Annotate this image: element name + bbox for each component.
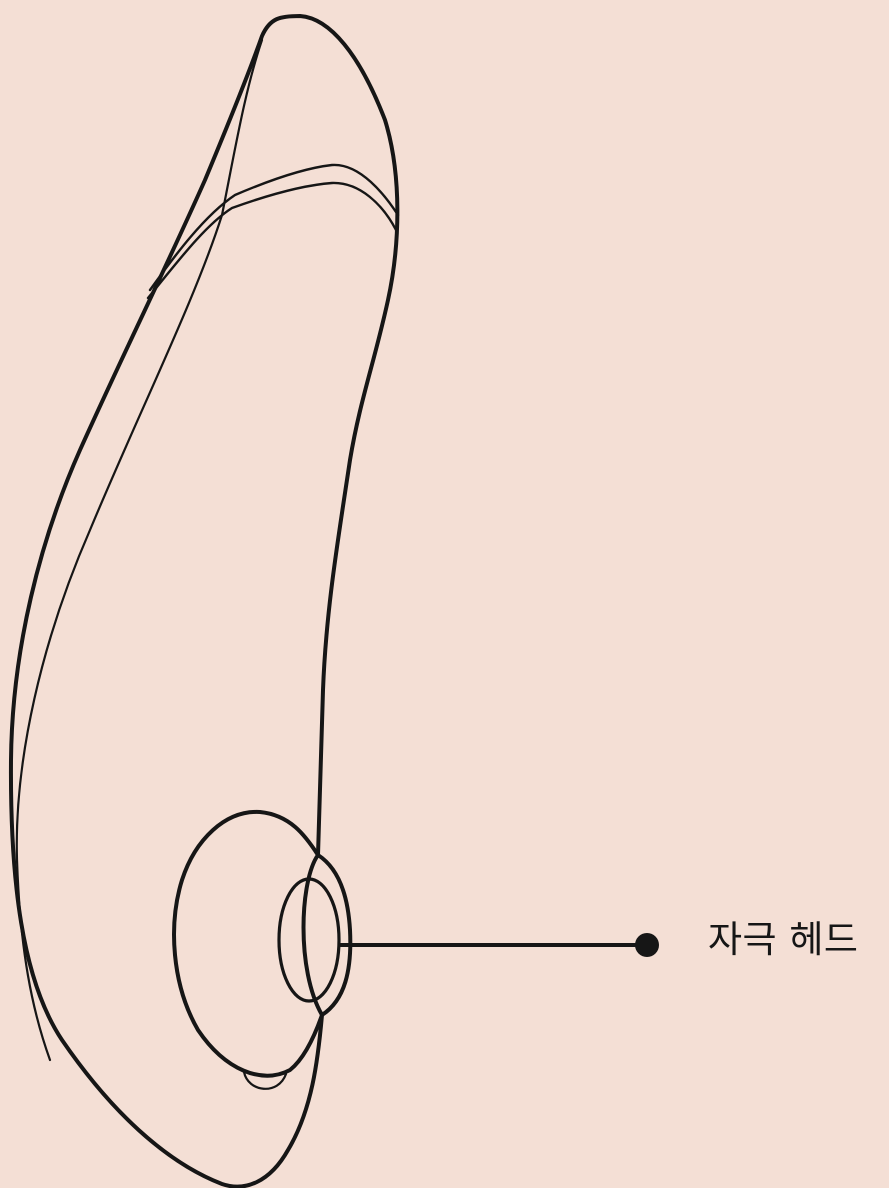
callout-label-stimulation-head: 자극 헤드 bbox=[708, 918, 858, 962]
device-band-lower bbox=[148, 183, 396, 298]
device-band-upper bbox=[150, 165, 398, 290]
stimulation-head-outer bbox=[174, 812, 350, 1076]
callout-dot bbox=[635, 933, 659, 957]
device-inner-contour bbox=[17, 40, 262, 1060]
device-body-outline bbox=[11, 16, 397, 1187]
